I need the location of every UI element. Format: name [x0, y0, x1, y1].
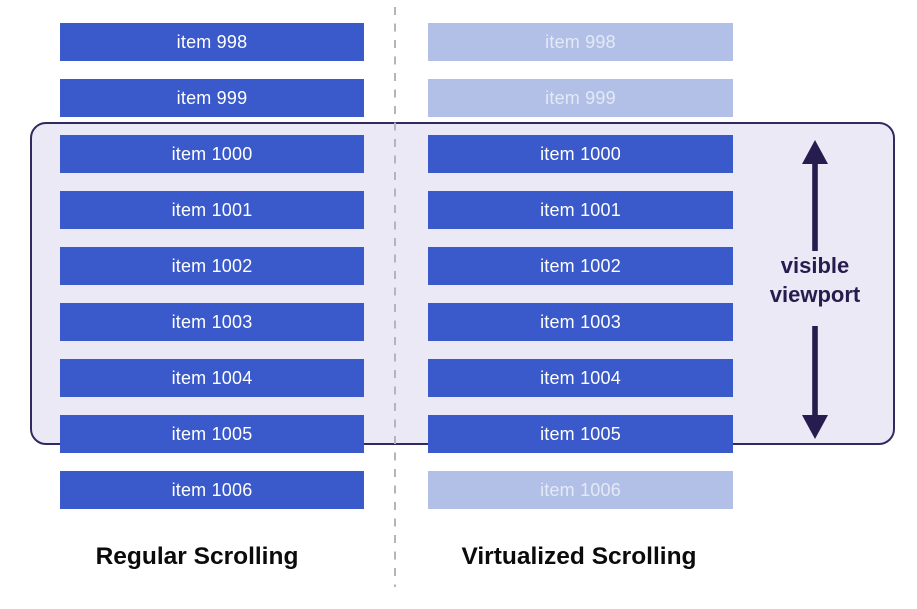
- list-item: item 1001: [428, 191, 733, 229]
- list-item: item 1004: [60, 359, 364, 397]
- list-item: item 1006: [428, 471, 733, 509]
- list-item: item 1001: [60, 191, 364, 229]
- virtualized-scrolling-caption: Virtualized Scrolling: [461, 543, 697, 570]
- list-item: item 1000: [60, 135, 364, 173]
- list-item: item 999: [428, 79, 733, 117]
- list-item: item 1005: [60, 415, 364, 453]
- list-item: item 999: [60, 79, 364, 117]
- list-item: item 1004: [428, 359, 733, 397]
- arrow-lower-shaft: [812, 326, 818, 415]
- list-item: item 1003: [60, 303, 364, 341]
- viewport-range-arrow: [802, 140, 828, 439]
- list-item: item 1002: [60, 247, 364, 285]
- arrow-upper-shaft: [812, 162, 818, 251]
- list-item: item 1005: [428, 415, 733, 453]
- viewport-label: visible viewport: [769, 253, 861, 307]
- arrow-down-icon: [802, 415, 828, 439]
- column-divider: [393, 7, 396, 587]
- list-item: item 1003: [428, 303, 733, 341]
- regular-scrolling-caption: Regular Scrolling: [95, 543, 299, 570]
- list-item: item 1002: [428, 247, 733, 285]
- list-item: item 1006: [60, 471, 364, 509]
- list-item: item 1000: [428, 135, 733, 173]
- list-item: item 998: [428, 23, 733, 61]
- list-item: item 998: [60, 23, 364, 61]
- arrow-up-icon: [802, 140, 828, 164]
